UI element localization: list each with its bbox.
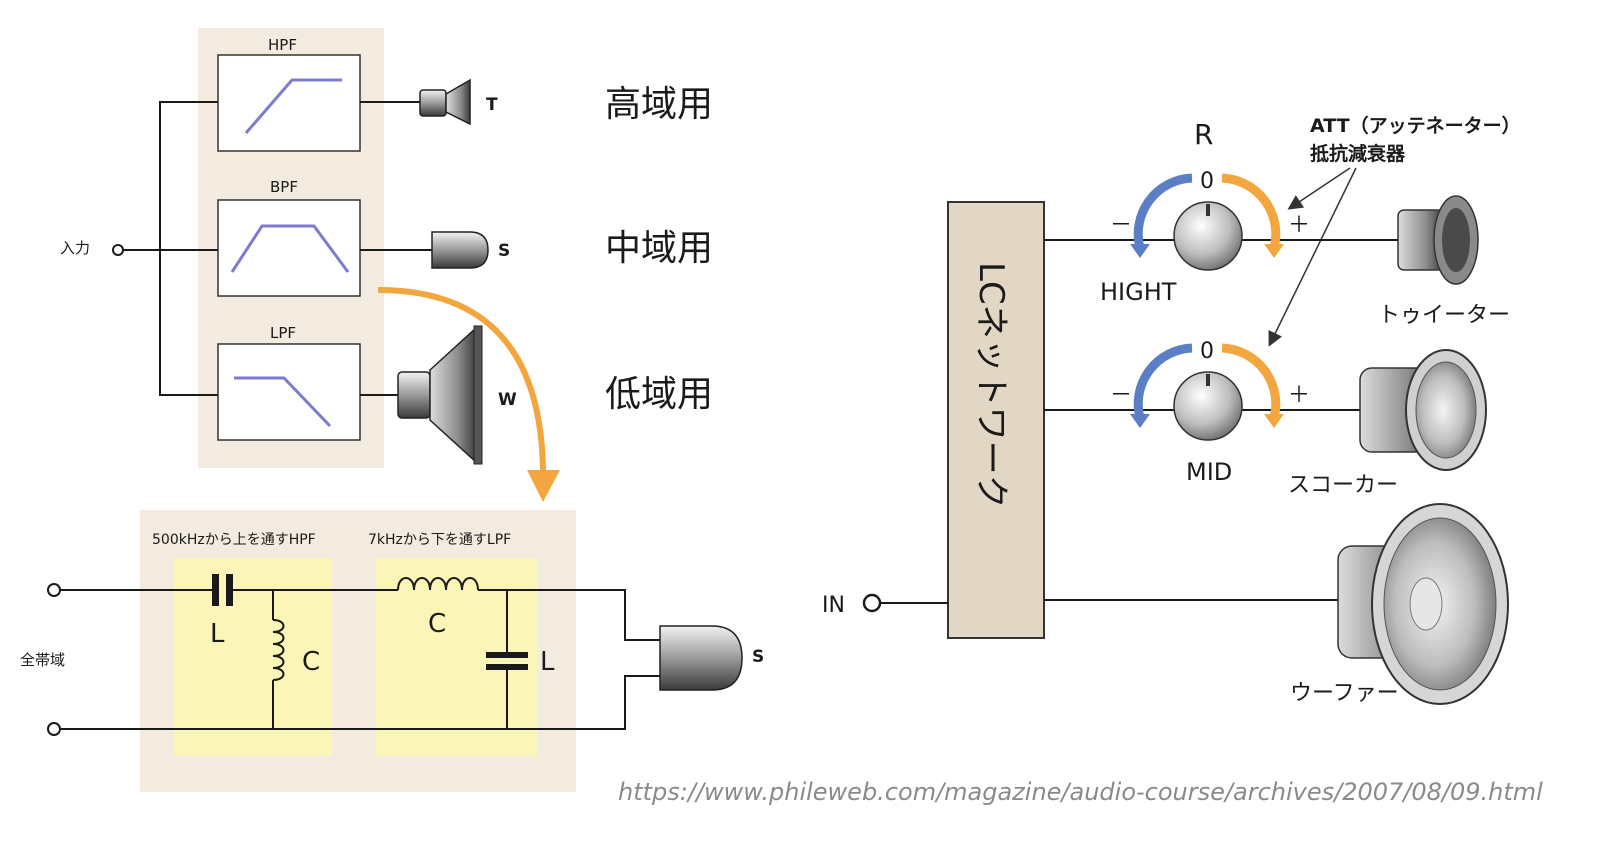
mid-minus: － [1110,383,1132,408]
full-band-label: 全帯域 [20,651,65,669]
high-label: HIGHT [1100,278,1177,306]
lpf-curve [234,376,332,428]
lc-circuit: 500kHzから上を通すHPF 7kHzから下を通すLPF 全帯域 L C C … [20,510,764,792]
bpf-box [217,199,361,297]
mid-label: MID [1186,458,1232,486]
source-url: https://www.phileweb.com/magazine/audio-… [618,778,1543,806]
lpf-shunt-capacitor [486,652,528,658]
lpf-box [217,343,361,441]
input-terminal [112,244,124,256]
in-label: IN [822,593,845,618]
high-attenuator [1130,173,1284,271]
network-diagram: LCネットワーク IN R ATT（アッテネーター） 抵抗減衰器 0 － ＋ H… [822,114,1521,706]
hpf-curve [244,78,342,134]
mid-knob [1173,371,1243,441]
hpf-label: HPF [268,36,297,54]
band-label-low: 低域用 [605,374,713,415]
input-label: 入力 [60,239,90,257]
lpf-label: LPF [270,324,296,342]
lpf-series-coil [397,577,479,591]
mid-zero: 0 [1200,339,1214,364]
high-knob [1173,201,1243,271]
tweeter-label: トゥイーター [1378,303,1510,328]
zoom-arrow [377,287,560,502]
high-plus: ＋ [1288,213,1310,238]
woofer-icon-right [1337,503,1509,705]
att-label: ATT（アッテネーター） [1310,114,1521,137]
bpf-label: BPF [270,178,298,196]
woofer-letter: W [498,390,517,410]
resistor-label: R [1194,118,1213,151]
lc-network-box [947,201,1045,639]
lpf-shunt-letter: L [540,647,555,677]
mid-attenuator [1130,343,1284,441]
input-terminal-top [47,583,61,597]
hpf-series-letter: L [210,619,225,649]
squawker-icon-right [1359,349,1487,471]
in-terminal [862,593,882,613]
input-terminal-bottom [47,722,61,736]
hpf-capacitor [212,574,219,606]
filter-block-diagram: 入力 HPF BPF LPF T S [60,28,713,468]
att-sublabel: 抵抗減衰器 [1310,142,1406,165]
band-label-mid: 中域用 [605,228,713,269]
squawker-letter: S [498,241,510,261]
lpf-series-letter: C [428,609,446,639]
woofer-label: ウーファー [1290,681,1399,706]
bpf-curve [230,224,350,273]
woofer-icon [397,325,483,465]
lpf-section-title: 7kHzから下を通すLPF [368,532,511,548]
band-label-high: 高域用 [605,84,713,125]
squawker-label: スコーカー [1288,473,1398,498]
hpf-shunt-letter: C [302,647,320,677]
lc-network-label: LCネットワーク [971,262,1011,509]
hpf-section-title: 500kHzから上を通すHPF [152,532,316,548]
high-minus: － [1110,213,1132,238]
tweeter-letter: T [486,95,498,115]
tweeter-icon [419,78,471,126]
high-zero: 0 [1200,169,1214,194]
hpf-box [217,54,361,152]
circuit-speaker-icon [659,625,743,691]
squawker-icon [431,231,489,269]
mid-plus: ＋ [1288,383,1310,408]
hpf-shunt-coil [272,619,285,681]
tweeter-icon-right [1397,195,1479,285]
circuit-speaker-letter: S [752,647,764,667]
